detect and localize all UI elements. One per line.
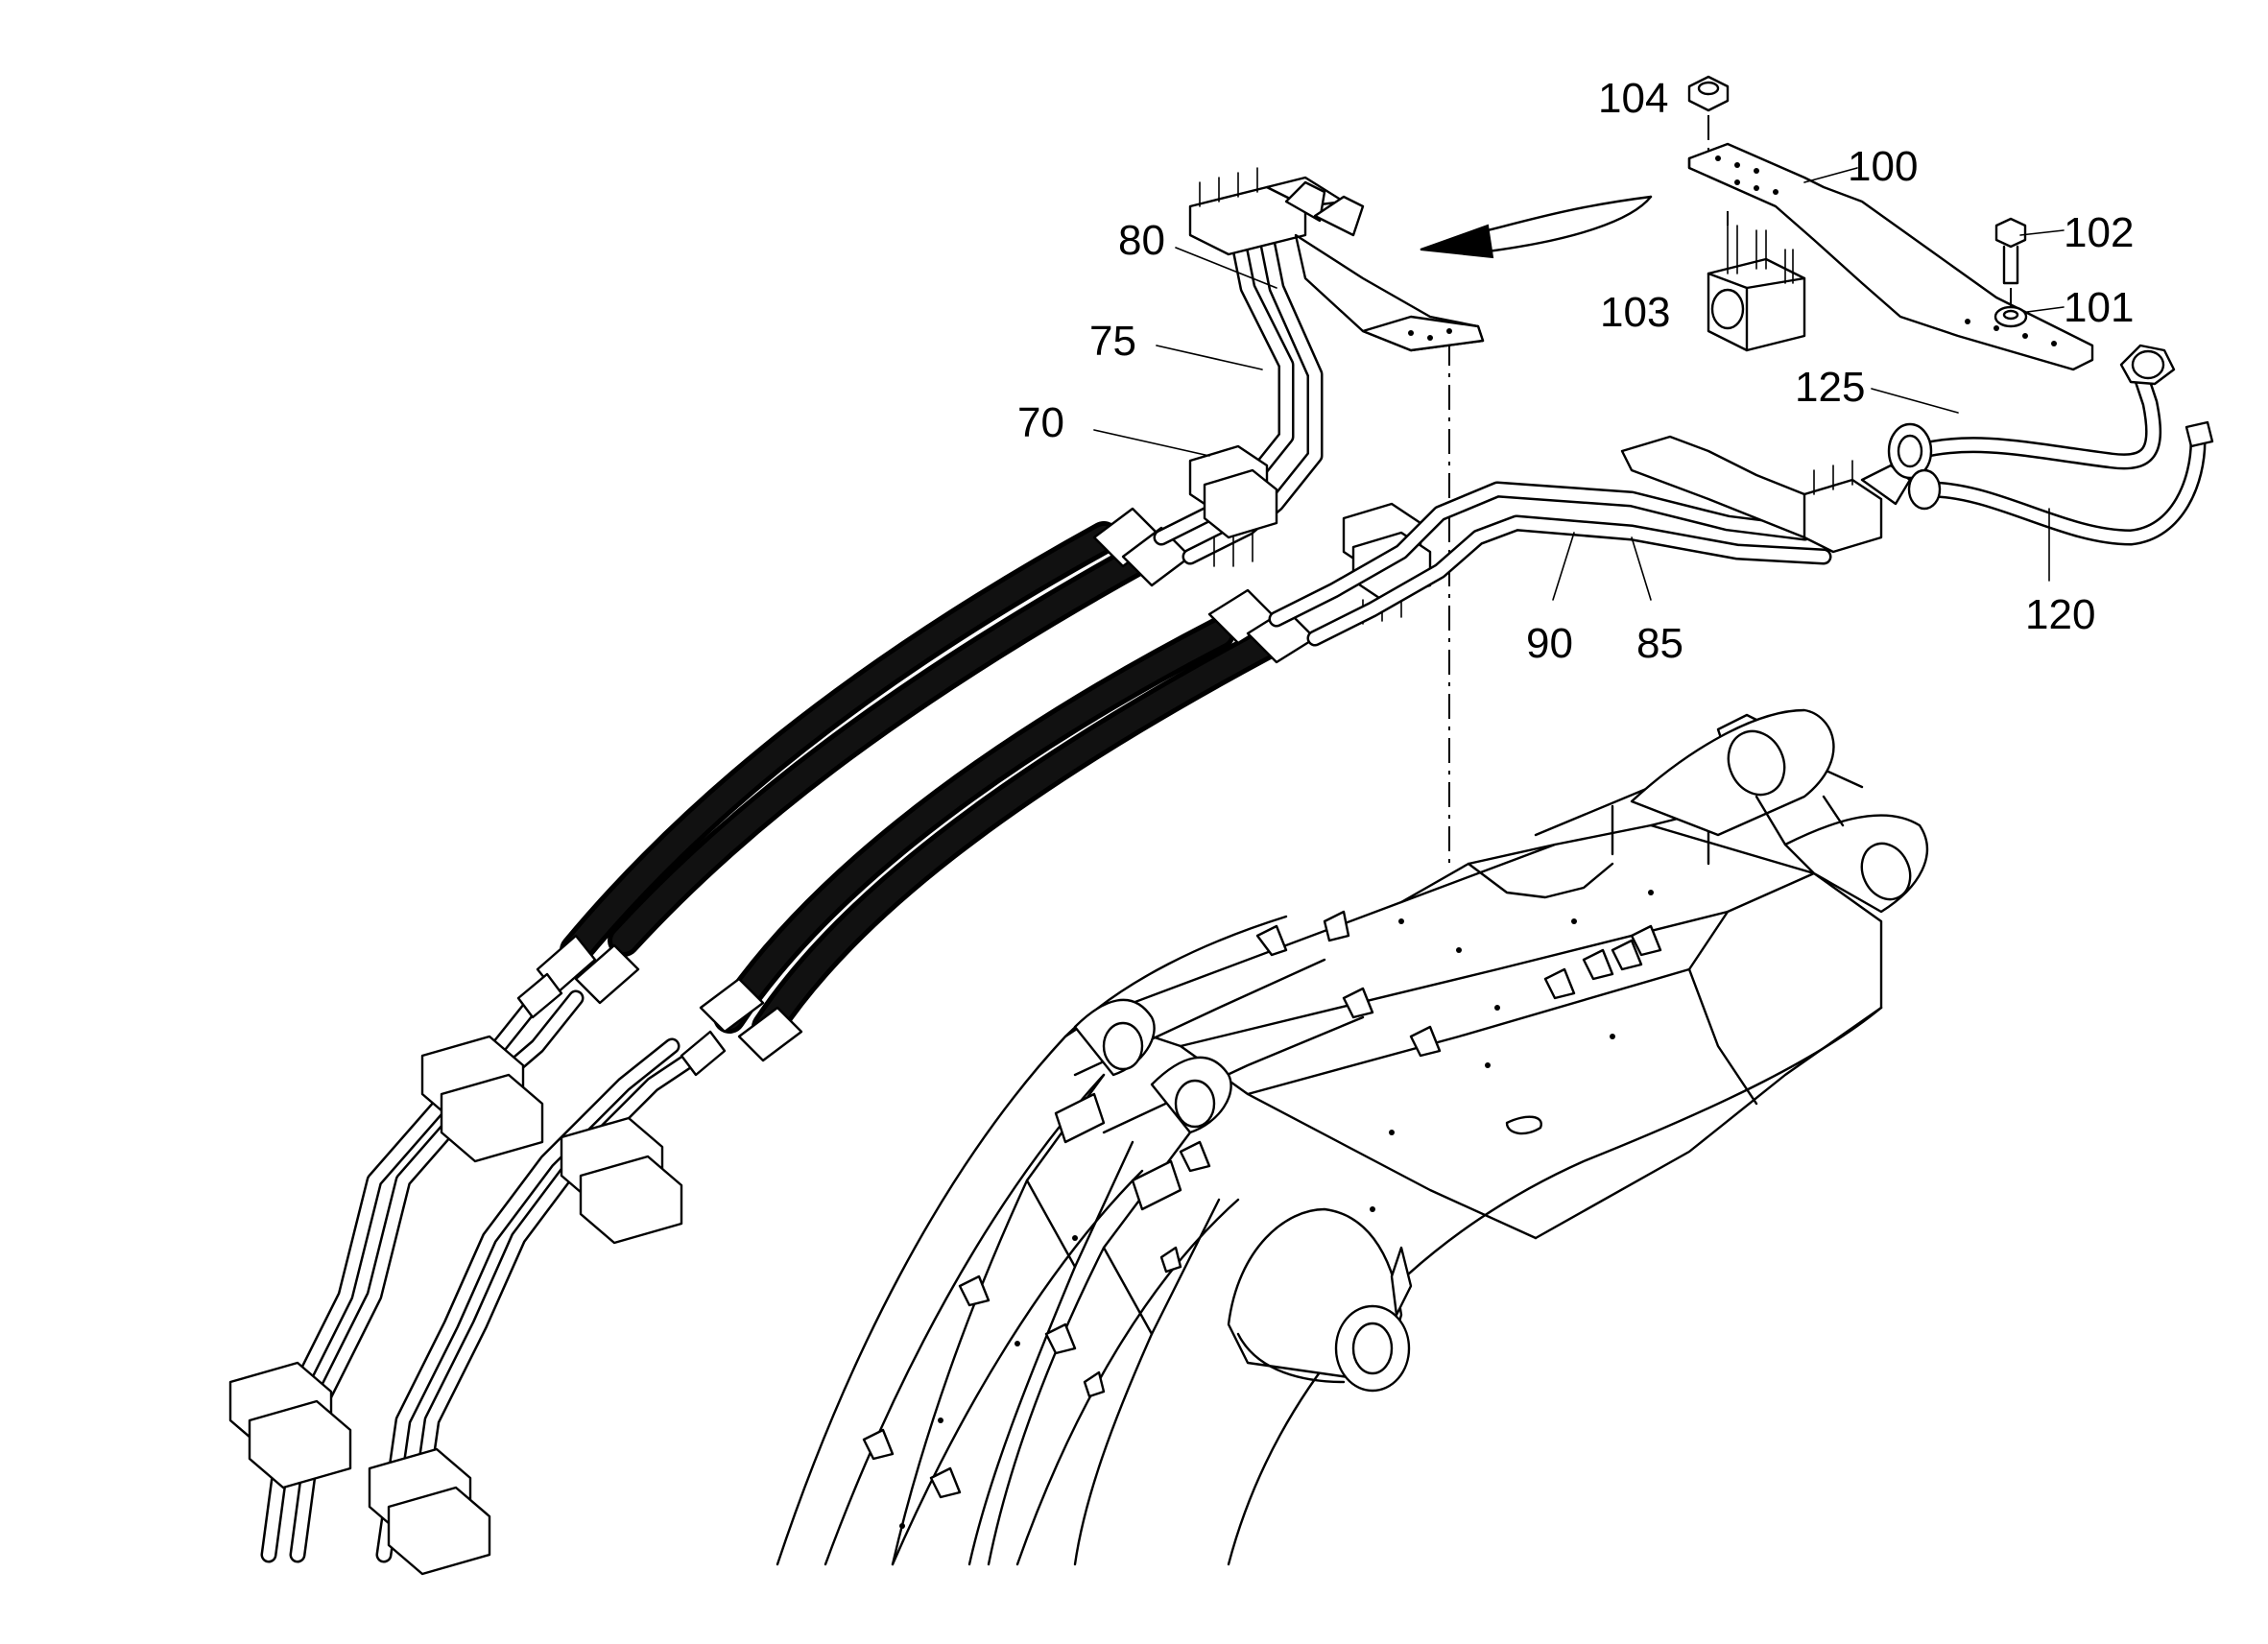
left-hose-assembly — [228, 167, 1485, 1563]
callout-100: 100 — [1848, 143, 1918, 190]
callout-102: 102 — [2064, 209, 2134, 256]
bolt-102 — [1994, 217, 2027, 249]
exploded-bracket-parts — [1687, 75, 2094, 371]
callout-104: 104 — [1598, 75, 1668, 122]
leader-lines — [1093, 167, 2065, 601]
callout-90: 90 — [1526, 620, 1573, 667]
callout-labels: 104 100 102 101 103 80 75 70 125 120 90 … — [1017, 75, 2134, 667]
callout-103: 103 — [1600, 289, 1670, 336]
callout-120: 120 — [2025, 591, 2095, 638]
callout-101: 101 — [2064, 284, 2134, 331]
bracket-plate-100 — [1687, 142, 2094, 371]
boom-structure — [776, 708, 1929, 1566]
arrow-indicator — [1420, 195, 1653, 259]
callout-75: 75 — [1089, 318, 1136, 365]
callout-85: 85 — [1636, 620, 1683, 667]
callout-125: 125 — [1795, 364, 1865, 411]
pipes-120-125 — [1887, 344, 2214, 546]
callout-70: 70 — [1017, 399, 1064, 446]
right-hose-assembly — [368, 435, 1912, 1576]
callout-80: 80 — [1118, 217, 1165, 264]
